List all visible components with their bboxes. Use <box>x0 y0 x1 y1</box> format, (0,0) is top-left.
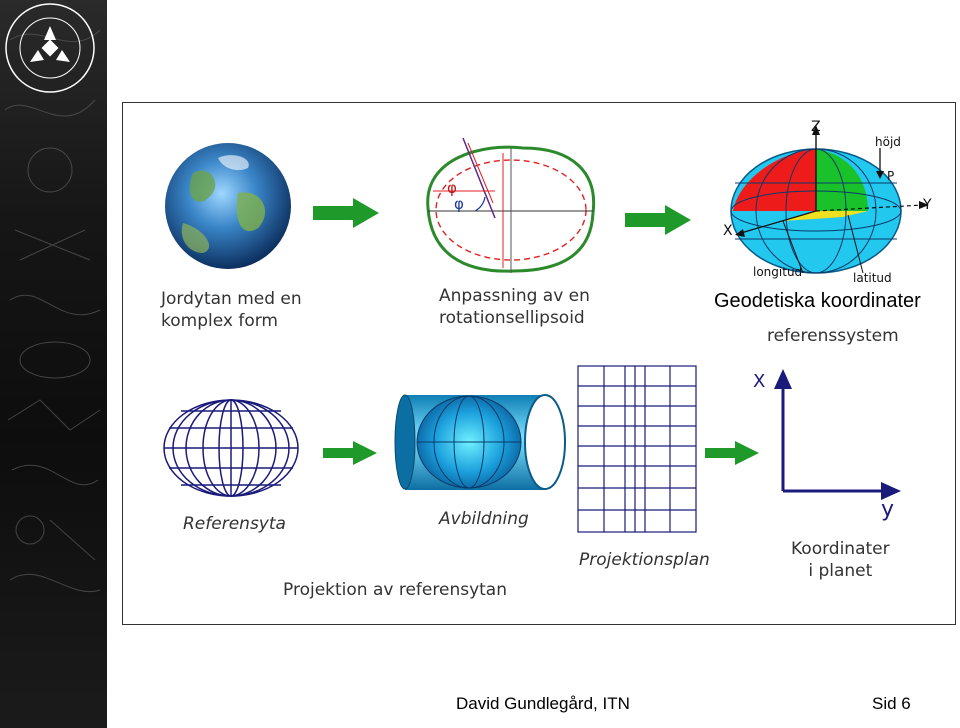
reference-surface <box>164 400 298 496</box>
footer-page-number: Sid 6 <box>872 694 911 714</box>
projektion-label: Projektion av referensytan <box>283 579 507 601</box>
phi-symbol-blue: φ <box>454 193 464 215</box>
plane-y-label: y <box>881 499 894 521</box>
arrow-1 <box>313 198 379 228</box>
arrow-2 <box>625 205 691 235</box>
ellipsoid-label: Anpassning av en rotationsellipsoid <box>439 285 590 329</box>
sidebar-decoration <box>0 0 107 728</box>
koordinater-label: Koordinater i planet <box>791 538 890 582</box>
earth-globe <box>165 143 291 269</box>
refsys-label: referenssystem <box>767 325 899 347</box>
earth-label: Jordytan med en komplex form <box>161 288 302 332</box>
hojd-label: höjd <box>875 135 901 149</box>
arrow-4 <box>705 441 759 465</box>
cylinder-projection <box>395 395 565 490</box>
latitud-label: latitud <box>853 271 892 285</box>
diagram-frame: Jordytan med en komplex form Anpassning … <box>122 102 956 625</box>
arrow-3 <box>323 441 377 465</box>
axis-y-label: Y <box>923 197 932 213</box>
axis-x-label: X <box>723 223 733 239</box>
sidebar-sketch-art <box>0 0 107 728</box>
plane-x-label: X <box>753 371 765 393</box>
slide-overlay-title: Geodetiska koordinater <box>712 290 923 313</box>
axis-z-label: Z <box>811 119 821 135</box>
referensyta-label: Referensyta <box>183 513 286 535</box>
longitud-label: longitud <box>753 265 802 279</box>
plane-axes <box>774 369 901 500</box>
point-p-label: P <box>887 169 894 183</box>
projection-plane-grid <box>578 366 696 532</box>
ellipsoid-fit <box>428 138 594 273</box>
university-logo <box>0 0 100 96</box>
projektionsplan-label: Projektionsplan <box>579 549 710 571</box>
footer-author: David Gundlegård, ITN <box>456 694 630 714</box>
avbildning-label: Avbildning <box>439 508 529 530</box>
